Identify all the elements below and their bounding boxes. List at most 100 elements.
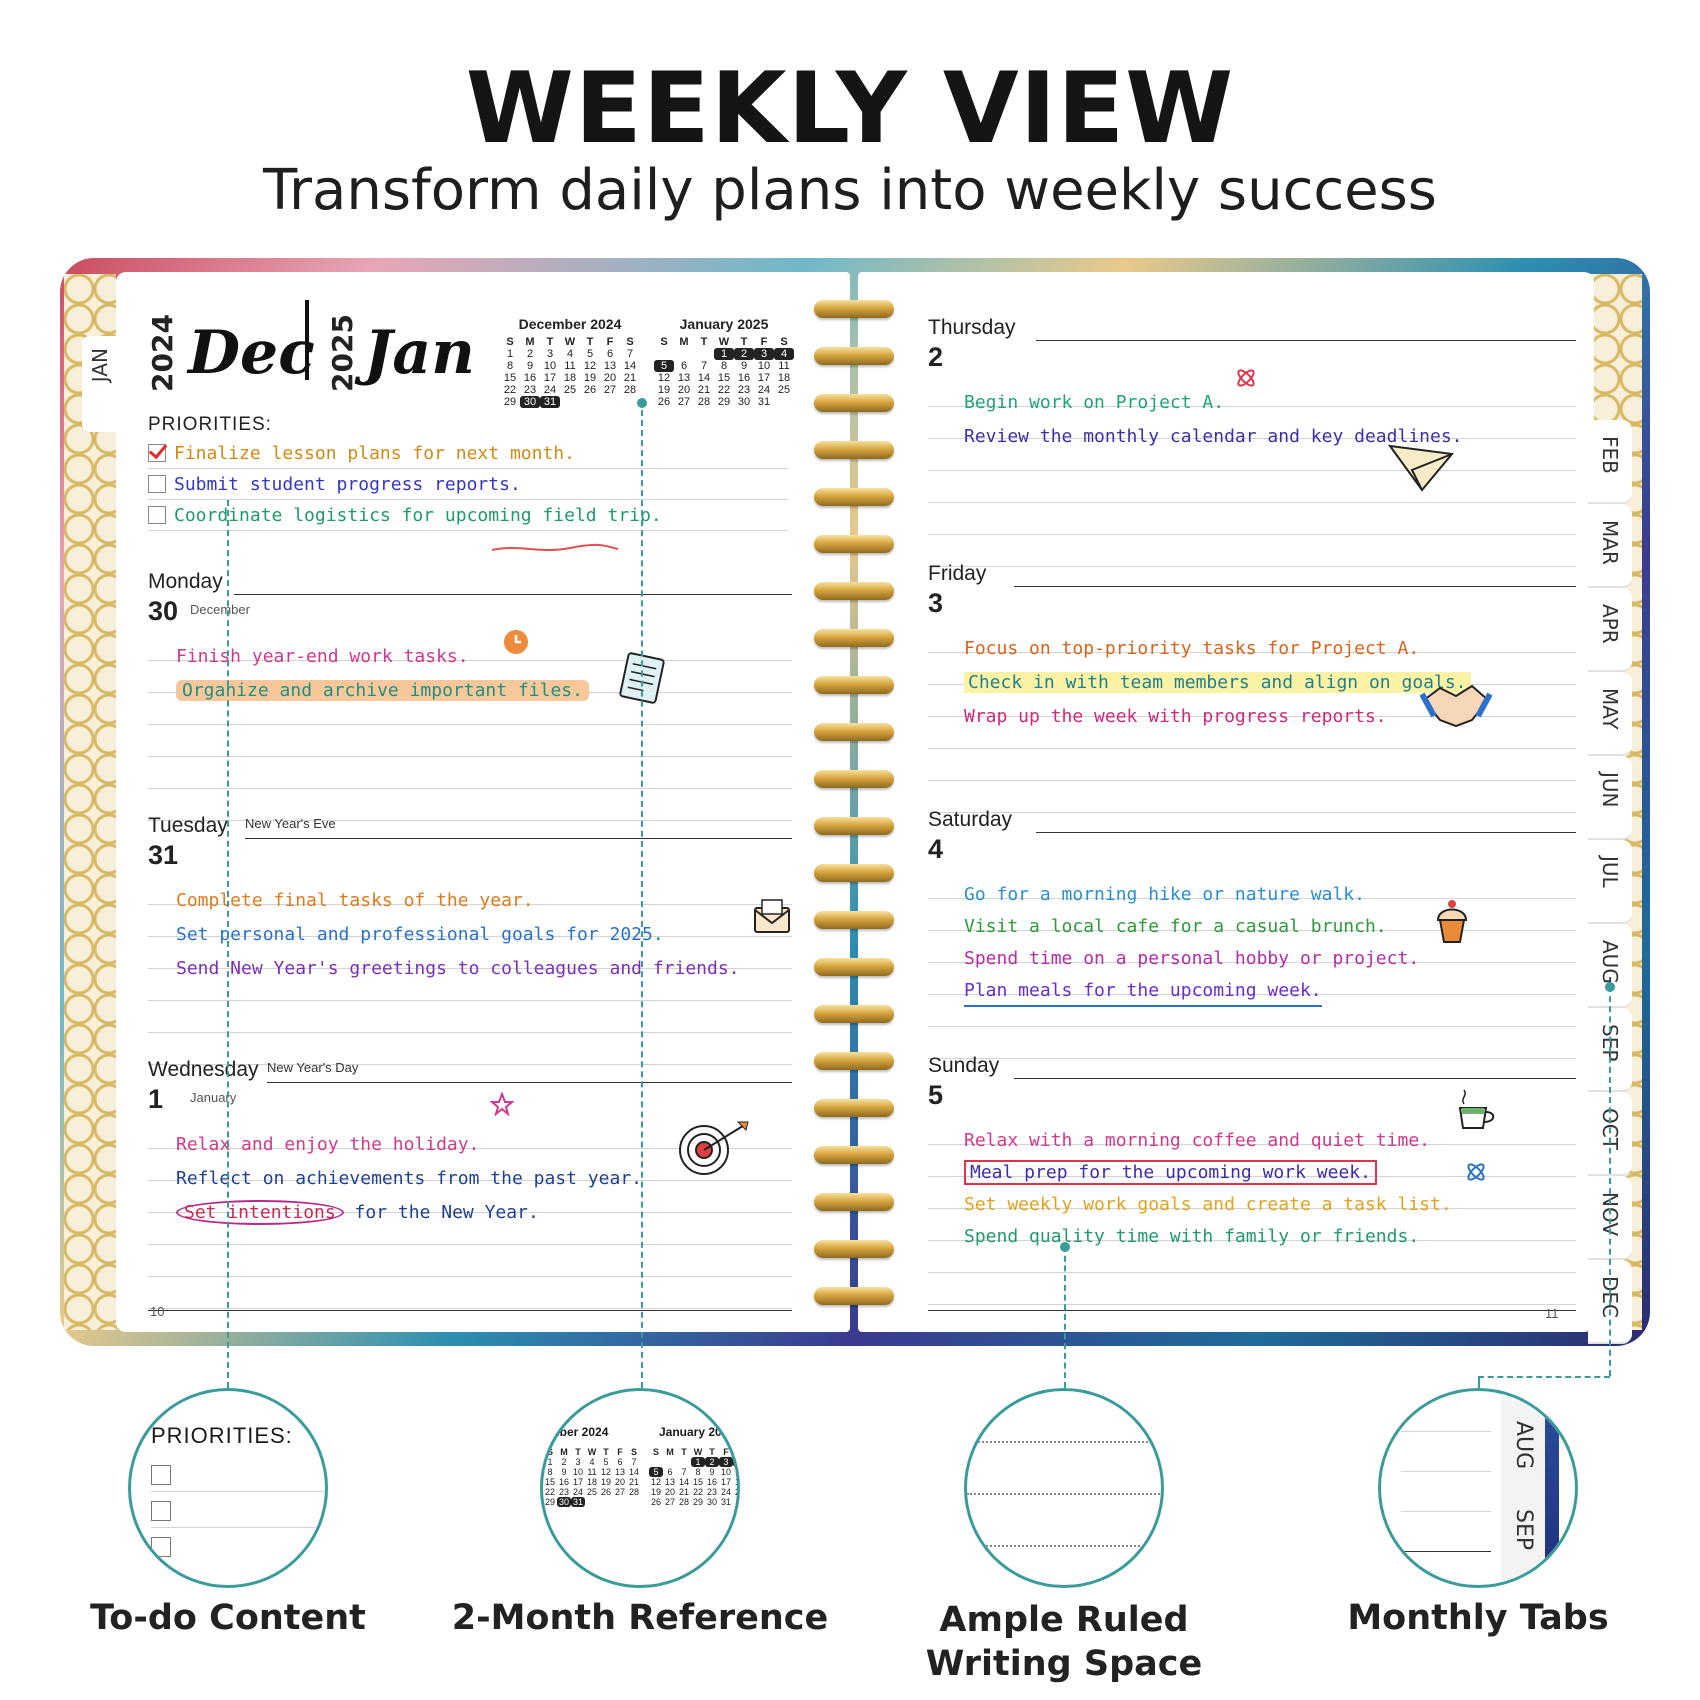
task-text: Finish year-end work tasks. <box>176 646 469 667</box>
month-tab-apr[interactable]: APR <box>1588 588 1632 672</box>
spiral-ring <box>814 1052 894 1070</box>
calendar-day: 2 <box>705 1457 719 1467</box>
task-item[interactable]: Visit a local cafe for a casual brunch. <box>964 916 1387 937</box>
tab-label: MAR <box>1598 520 1622 565</box>
month-tab-jul[interactable]: JUL <box>1588 840 1632 924</box>
spiral-ring <box>814 394 894 412</box>
ruled-line <box>148 1180 792 1181</box>
priority-text: Submit student progress reports. <box>174 473 521 495</box>
ruled-line <box>928 898 1576 899</box>
task-item[interactable]: Wrap up the week with progress reports. <box>964 706 1387 727</box>
spiral-ring <box>814 1005 894 1023</box>
priority-rule <box>148 530 788 531</box>
zoom-tab-sep: SEP <box>1511 1509 1536 1551</box>
month-tab-jan[interactable]: JAN <box>82 336 116 432</box>
weekday-label: S <box>630 1447 637 1457</box>
page-bottom-rule <box>928 1310 1576 1311</box>
task-item[interactable]: Review the monthly calendar and key dead… <box>964 426 1463 447</box>
weekday-label: S <box>652 1447 659 1457</box>
calendar-day: 24 <box>720 1487 731 1497</box>
calendar-day: 2 <box>734 348 754 360</box>
spiral-ring <box>814 1287 894 1305</box>
calendar-day: 27 <box>664 1497 675 1507</box>
calendar-day: 25 <box>777 384 791 396</box>
connector-ruled <box>1064 1246 1066 1388</box>
month-tab-jun[interactable]: JUN <box>1588 756 1632 840</box>
task-text: Organize and archive important files. <box>176 680 589 701</box>
calendar-day: 3 <box>546 348 554 360</box>
calendar-day: 1 <box>691 1457 705 1467</box>
priority-checkbox[interactable] <box>148 444 166 462</box>
task-item[interactable]: Send New Year's greetings to colleagues … <box>176 958 740 979</box>
year-2025: 2025 <box>326 314 359 392</box>
clock-icon <box>504 630 528 654</box>
task-item[interactable]: Go for a morning hike or nature walk. <box>964 884 1365 905</box>
task-item[interactable]: Plan meals for the upcoming week. <box>964 980 1322 1007</box>
task-text-highlighted: Set intentions <box>176 1200 344 1225</box>
task-item[interactable]: Check in with team members and align on … <box>964 672 1471 693</box>
calendar-day: 9 <box>740 360 748 372</box>
ruled-line <box>928 748 1576 749</box>
calendar-day: 7 <box>626 348 634 360</box>
priority-checkbox[interactable] <box>148 475 166 493</box>
ruled-line <box>148 1308 792 1309</box>
task-item[interactable]: Spend time on a personal hobby or projec… <box>964 948 1419 969</box>
task-item[interactable]: Complete final tasks of the year. <box>176 890 534 911</box>
priority-item[interactable]: Finalize lesson plans for next month. <box>148 440 575 466</box>
weekday-label: F <box>606 336 614 348</box>
calendar-day: 28 <box>697 396 711 408</box>
task-item[interactable]: Spend quality time with family or friend… <box>964 1226 1419 1247</box>
calendar-day: 11 <box>778 360 790 372</box>
calendar-day: 26 <box>657 396 671 408</box>
task-item[interactable]: Reflect on achievements from the past ye… <box>176 1168 642 1189</box>
connector-tabs <box>1609 986 1611 1376</box>
month-tab-feb[interactable]: FEB <box>1588 420 1632 504</box>
calendar-day: 27 <box>603 384 617 396</box>
weekday-label: T <box>700 336 708 348</box>
task-item[interactable]: Finish year-end work tasks. <box>176 646 469 667</box>
calendar-day: 3 <box>575 1457 581 1467</box>
zoom-cal-right: SMTWTFS123456789101112131415161718192021… <box>649 1443 737 1507</box>
month-tab-may[interactable]: MAY <box>1588 672 1632 756</box>
calendar-day: 4 <box>733 1457 737 1467</box>
calendar-day: 17 <box>543 372 557 384</box>
calendar-day: 16 <box>737 372 751 384</box>
day-name: Sunday <box>928 1054 1000 1077</box>
priority-checkbox[interactable] <box>148 506 166 524</box>
priority-item[interactable]: Submit student progress reports. <box>148 471 521 497</box>
connector-dot <box>1060 1242 1070 1252</box>
ruled-line <box>928 994 1576 995</box>
task-item[interactable]: Set intentions for the New Year. <box>176 1200 539 1225</box>
task-item[interactable]: Set personal and professional goals for … <box>176 924 664 945</box>
calendar-day: 21 <box>678 1487 689 1497</box>
task-item[interactable]: Relax and enjoy the holiday. <box>176 1134 479 1155</box>
spiral-ring <box>814 488 894 506</box>
task-item[interactable]: Organize and archive important files. <box>176 680 589 701</box>
calendar-day: 31 <box>757 396 771 408</box>
task-item[interactable]: Meal prep for the upcoming work week. <box>964 1160 1377 1185</box>
atom-doodle-icon <box>1237 369 1255 387</box>
task-text: Set personal and professional goals for … <box>176 924 664 945</box>
task-text: Relax and enjoy the holiday. <box>176 1134 480 1155</box>
task-item[interactable]: Set weekly work goals and create a task … <box>964 1194 1452 1215</box>
calendar-day: 18 <box>777 372 791 384</box>
calendar-day: 6 <box>667 1467 673 1477</box>
weekday-label: T <box>603 1447 609 1457</box>
ruled-line <box>928 1208 1576 1209</box>
month-tab-mar[interactable]: MAR <box>1588 504 1632 588</box>
task-text: Go for a morning hike or nature walk. <box>964 884 1365 905</box>
task-item[interactable]: Begin work on Project A. <box>964 392 1224 413</box>
day-name: Thursday <box>928 316 1016 339</box>
ruled-line <box>148 1212 792 1213</box>
calendar-day: 19 <box>583 372 597 384</box>
zoom-todo-content: PRIORITIES: <box>128 1388 328 1588</box>
ruled-line <box>148 724 792 725</box>
task-item[interactable]: Relax with a morning coffee and quiet ti… <box>964 1130 1430 1151</box>
task-item[interactable]: Focus on top-priority tasks for Project … <box>964 638 1419 659</box>
ruled-line <box>148 1148 792 1149</box>
priority-item[interactable]: Coordinate logistics for upcoming field … <box>148 502 662 528</box>
